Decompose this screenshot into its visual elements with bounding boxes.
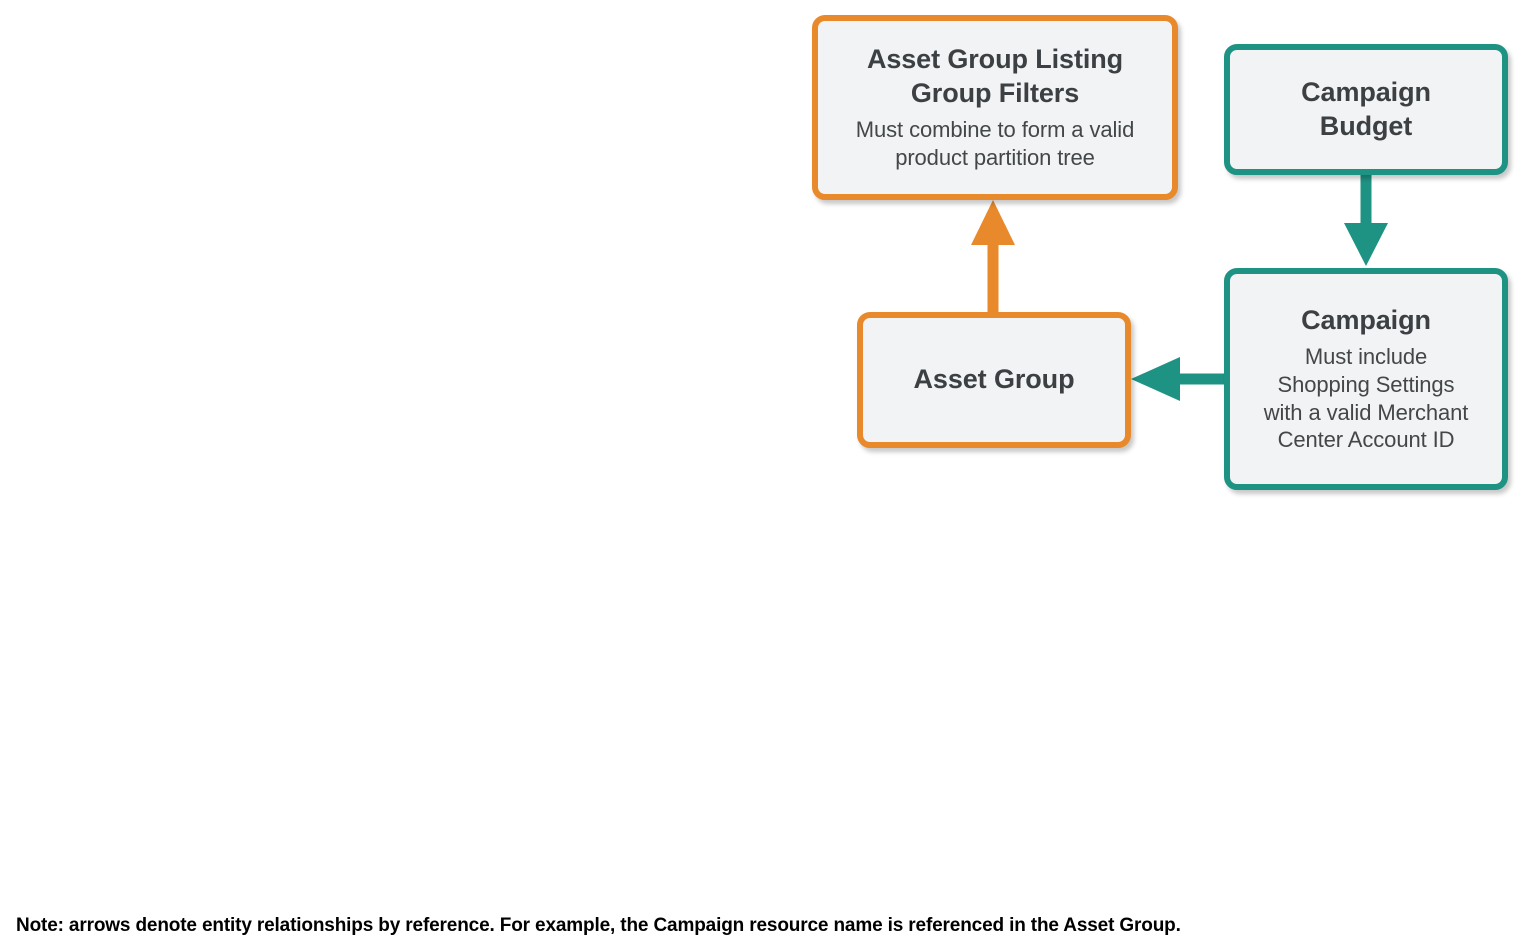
edge-budget-to-campaign-arrowhead [1344, 223, 1388, 266]
edge-campaign-to-asset-group-arrowhead [1131, 357, 1180, 401]
edge-asset-group-to-filters-arrowhead [971, 200, 1015, 245]
edge-asset-group-to-filters [971, 200, 1015, 315]
edge-budget-to-campaign [1344, 172, 1388, 266]
edge-campaign-to-asset-group [1131, 357, 1226, 401]
diagram-footnote: Note: arrows denote entity relationships… [16, 915, 1181, 936]
node-campaign-title: Campaign [1301, 304, 1431, 335]
node-asset-group-title: Asset Group [913, 364, 1075, 395]
node-asset-group[interactable]: Asset Group [857, 312, 1131, 448]
